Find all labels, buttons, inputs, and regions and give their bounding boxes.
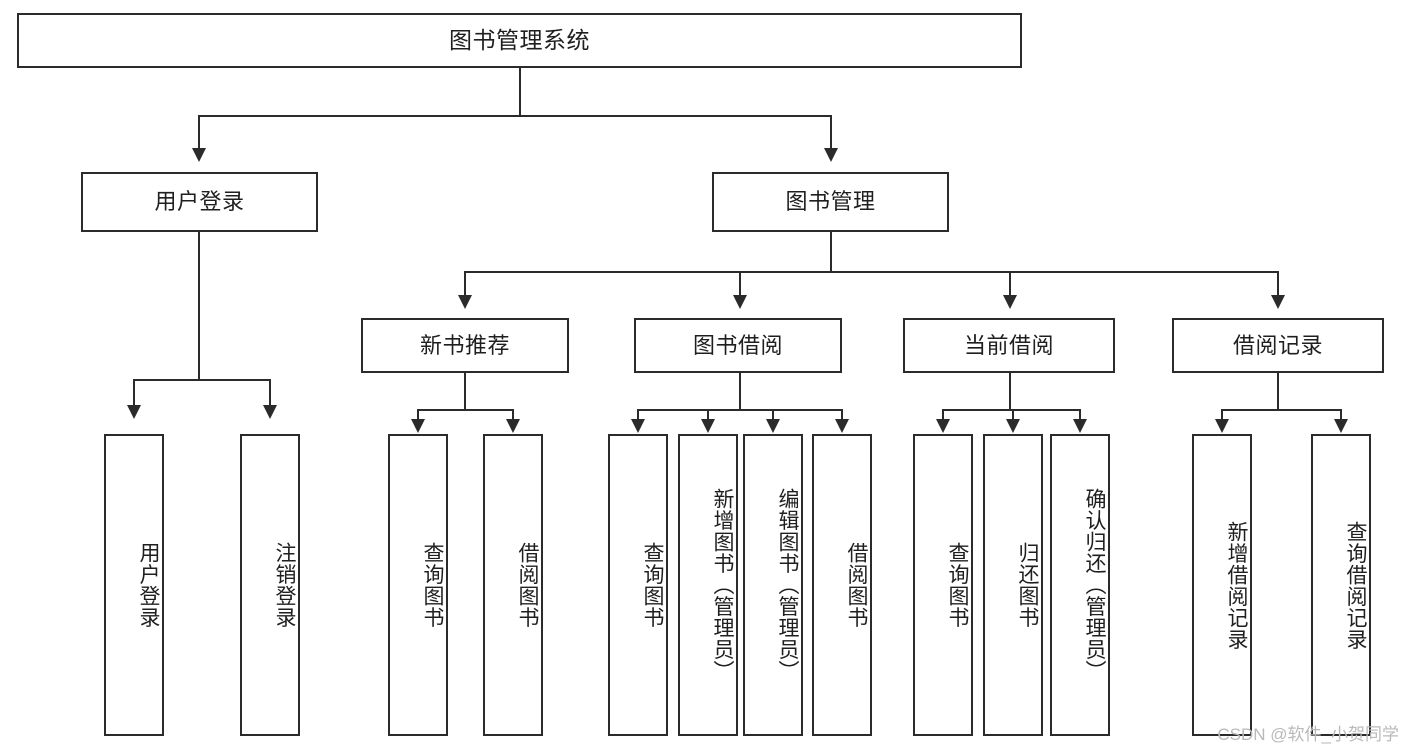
connector-record-to-leaf2 xyxy=(1340,409,1342,421)
connector-current-to-leaf1 xyxy=(942,409,944,421)
node-label: 查询图书 xyxy=(946,542,969,628)
node-label: 图书借阅 xyxy=(692,332,783,358)
connector-root-stem xyxy=(519,68,521,116)
arrowhead-userlogin-leaf2 xyxy=(263,405,277,419)
arrowhead-bookmgmt-c2 xyxy=(733,295,747,309)
node-label: 查询借阅记录 xyxy=(1344,520,1367,650)
node-label: 借阅图书 xyxy=(845,542,868,628)
connector-bookmgmt-bus xyxy=(464,271,1278,273)
leaf-current-confirm-return-admin[interactable]: 确认归还（管理员） xyxy=(1050,434,1110,736)
arrowhead-record-leaf2 xyxy=(1334,419,1348,433)
node-current-borrow[interactable]: 当前借阅 xyxy=(903,318,1115,373)
node-label: 图书管理 xyxy=(785,189,876,215)
arrowhead-current-leaf2 xyxy=(1006,419,1020,433)
leaf-current-query-book[interactable]: 查询图书 xyxy=(913,434,973,736)
node-label: 借阅记录 xyxy=(1232,332,1323,358)
node-root-system[interactable]: 图书管理系统 xyxy=(17,13,1022,68)
leaf-borrow-edit-book-admin[interactable]: 编辑图书（管理员） xyxy=(743,434,803,736)
connector-current-to-leaf2 xyxy=(1012,409,1014,421)
node-label: 编辑图书（管理员） xyxy=(776,488,799,682)
node-new-book-recommend[interactable]: 新书推荐 xyxy=(361,318,569,373)
leaf-borrow-add-book-admin[interactable]: 新增图书（管理员） xyxy=(678,434,738,736)
connector-bookmgmt-stem xyxy=(830,232,832,272)
node-label: 图书管理系统 xyxy=(449,27,590,54)
connector-bookborrow-to-leaf4 xyxy=(841,409,843,421)
node-borrow-record[interactable]: 借阅记录 xyxy=(1172,318,1384,373)
node-label: 用户登录 xyxy=(137,542,160,628)
connector-userlogin-to-leaf1 xyxy=(133,379,135,405)
node-book-management[interactable]: 图书管理 xyxy=(712,172,949,232)
arrowhead-userlogin-leaf1 xyxy=(127,405,141,419)
arrowhead-bookmgmt-c3 xyxy=(1003,295,1017,309)
connector-bookmgmt-to-c3 xyxy=(1009,271,1011,295)
connector-current-to-leaf3 xyxy=(1079,409,1081,421)
connector-root-bus xyxy=(198,115,832,117)
leaf-newbook-borrow-book[interactable]: 借阅图书 xyxy=(483,434,543,736)
node-label: 查询图书 xyxy=(641,542,664,628)
connector-bookmgmt-to-c4 xyxy=(1277,271,1279,295)
node-label: 新增图书（管理员） xyxy=(711,488,734,682)
connector-userlogin-stem xyxy=(198,232,200,380)
node-label: 新增借阅记录 xyxy=(1225,520,1248,650)
connector-record-bus xyxy=(1221,409,1341,411)
connector-root-to-userlogin xyxy=(198,115,200,148)
arrowhead-bookmgmt-c1 xyxy=(458,295,472,309)
arrowhead-bookmgmt-c4 xyxy=(1271,295,1285,309)
node-label: 归还图书 xyxy=(1016,542,1039,628)
arrowhead-bookborrow-leaf1 xyxy=(631,419,645,433)
connector-bookborrow-stem xyxy=(739,373,741,410)
leaf-current-return-book[interactable]: 归还图书 xyxy=(983,434,1043,736)
node-label: 当前借阅 xyxy=(963,332,1054,358)
leaf-borrow-query-book[interactable]: 查询图书 xyxy=(608,434,668,736)
leaf-record-query-record[interactable]: 查询借阅记录 xyxy=(1311,434,1371,736)
arrowhead-current-leaf3 xyxy=(1073,419,1087,433)
connector-bookborrow-to-leaf2 xyxy=(707,409,709,421)
connector-bookmgmt-to-c2 xyxy=(739,271,741,295)
connector-newbook-to-leaf1 xyxy=(417,409,419,421)
connector-bookborrow-to-leaf3 xyxy=(772,409,774,421)
connector-current-stem xyxy=(1009,373,1011,410)
arrowhead-current-leaf1 xyxy=(936,419,950,433)
connector-current-bus xyxy=(942,409,1080,411)
node-user-login[interactable]: 用户登录 xyxy=(81,172,318,232)
connector-record-stem xyxy=(1277,373,1279,410)
leaf-newbook-query-book[interactable]: 查询图书 xyxy=(388,434,448,736)
arrowhead-root-to-bookmgmt xyxy=(824,148,838,162)
connector-userlogin-bus xyxy=(133,379,270,381)
connector-newbook-stem xyxy=(464,373,466,410)
arrowhead-record-leaf1 xyxy=(1215,419,1229,433)
connector-bookborrow-to-leaf1 xyxy=(637,409,639,421)
node-label: 查询图书 xyxy=(421,542,444,628)
leaf-record-add-record[interactable]: 新增借阅记录 xyxy=(1192,434,1252,736)
leaf-logout[interactable]: 注销登录 xyxy=(240,434,300,736)
arrowhead-root-to-userlogin xyxy=(192,148,206,162)
node-book-borrow[interactable]: 图书借阅 xyxy=(634,318,842,373)
connector-bookmgmt-to-c1 xyxy=(464,271,466,295)
arrowhead-newbook-leaf1 xyxy=(411,419,425,433)
arrowhead-bookborrow-leaf3 xyxy=(766,419,780,433)
leaf-user-login[interactable]: 用户登录 xyxy=(104,434,164,736)
arrowhead-bookborrow-leaf4 xyxy=(835,419,849,433)
connector-record-to-leaf1 xyxy=(1221,409,1223,421)
connector-newbook-to-leaf2 xyxy=(512,409,514,421)
node-label: 借阅图书 xyxy=(516,542,539,628)
leaf-borrow-borrow-book[interactable]: 借阅图书 xyxy=(812,434,872,736)
node-label: 确认归还（管理员） xyxy=(1083,488,1106,682)
node-label: 用户登录 xyxy=(154,189,245,215)
connector-userlogin-to-leaf2 xyxy=(269,379,271,405)
arrowhead-newbook-leaf2 xyxy=(506,419,520,433)
connector-bookborrow-bus xyxy=(637,409,842,411)
node-label: 注销登录 xyxy=(273,542,296,628)
arrowhead-bookborrow-leaf2 xyxy=(701,419,715,433)
node-label: 新书推荐 xyxy=(419,332,510,358)
connector-newbook-bus xyxy=(417,409,513,411)
connector-root-to-bookmgmt xyxy=(830,115,832,148)
